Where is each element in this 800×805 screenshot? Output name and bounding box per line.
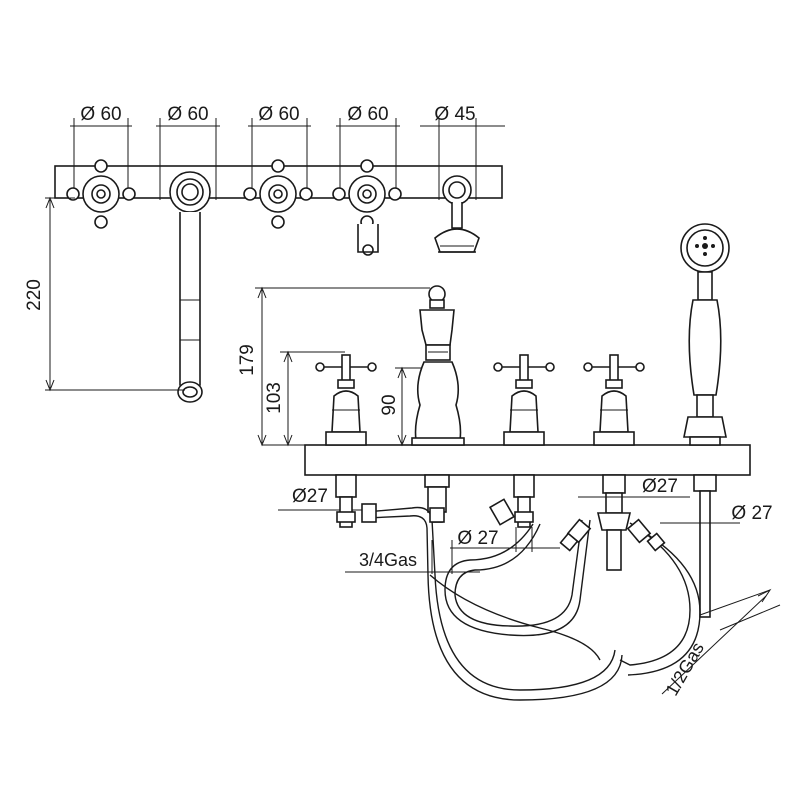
diameter-label-3: Ø 60 [258, 104, 299, 125]
front-valve-1 [315, 354, 377, 528]
hand-shower [680, 223, 730, 618]
height-220-dimension: 220 [24, 196, 185, 392]
front-view: 179 103 90 [237, 223, 781, 701]
diameter-label-2: Ø 60 [167, 104, 208, 125]
diameter-27-middle: Ø 27 [457, 528, 498, 549]
top-spout [169, 171, 211, 403]
diameter-27-center: Ø27 [642, 476, 678, 497]
top-shower-outlet [434, 175, 480, 253]
diameter-label-4: Ø 60 [347, 104, 388, 125]
front-valve-3 [583, 354, 645, 571]
top-cross-handle-2 [243, 159, 313, 229]
gas-12-label: 1/2Gas [662, 639, 708, 699]
top-diameter-dimensions: Ø 60 Ø 60 Ø 60 Ø 60 Ø 45 [70, 104, 505, 200]
diameter-27-left: Ø27 [292, 486, 328, 507]
front-valve-2 [493, 354, 555, 528]
gas-34-callout: 3/4Gas [345, 540, 480, 574]
height-103-dimension: 103 [264, 350, 345, 447]
front-diameter-dimensions: Ø27 Ø 27 Ø27 Ø 27 [278, 476, 773, 552]
height-90-label: 90 [379, 394, 400, 415]
flexible-hoses [361, 498, 701, 701]
height-90-dimension: 90 [379, 366, 425, 447]
height-103-label: 103 [264, 382, 285, 414]
diameter-label-1: Ø 60 [80, 104, 121, 125]
height-220-label: 220 [24, 279, 45, 311]
gas-34-label: 3/4Gas [359, 550, 417, 570]
top-cross-handle-3 [332, 159, 402, 256]
diameter-label-5: Ø 45 [434, 104, 475, 125]
front-deck-plate [304, 444, 751, 476]
top-cross-handle-1 [66, 159, 136, 229]
height-179-dimension: 179 [237, 286, 430, 447]
front-spout [411, 285, 465, 523]
diameter-27-right: Ø 27 [731, 503, 772, 524]
top-view: Ø 60 Ø 60 Ø 60 Ø 60 Ø 45 [24, 104, 505, 403]
height-179-label: 179 [237, 344, 258, 376]
